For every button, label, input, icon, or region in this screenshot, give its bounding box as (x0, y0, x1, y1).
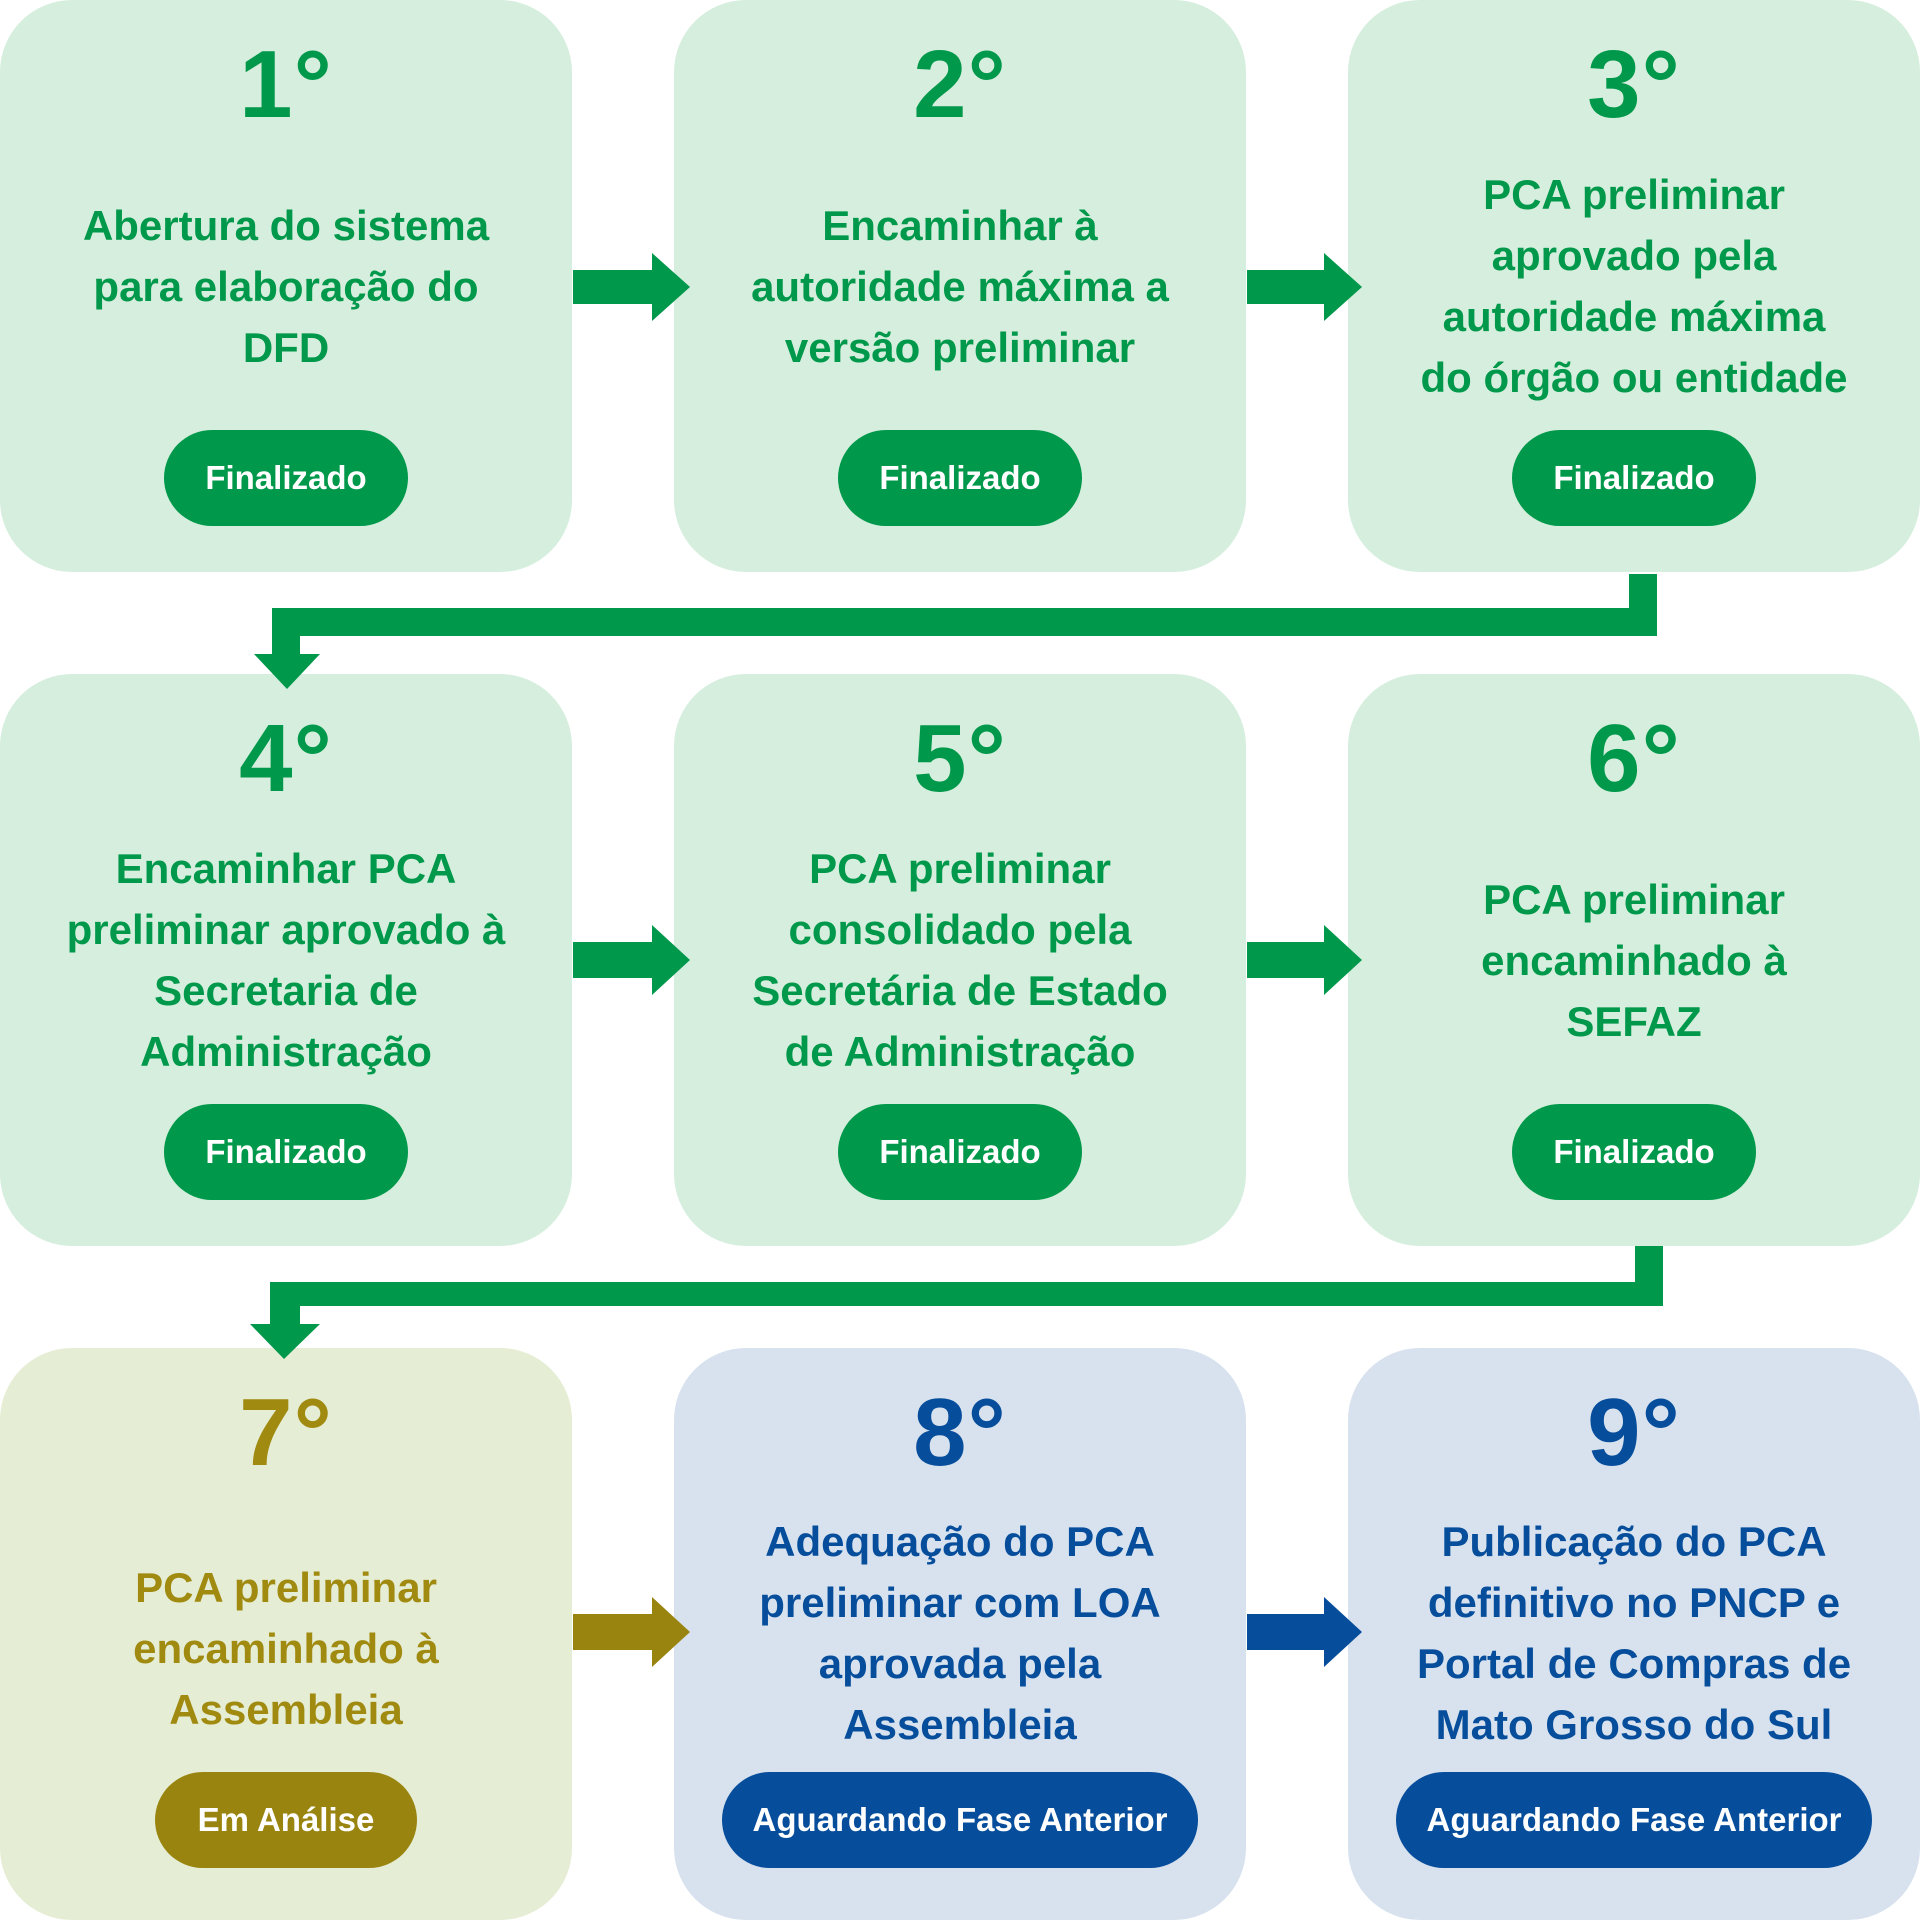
step-description-line: Secretária de Estado (752, 967, 1168, 1014)
step-card-5: 5° PCA preliminar consolidado pela Secre… (674, 674, 1246, 1246)
step-description-line: preliminar com LOA (759, 1579, 1161, 1626)
step-description-line: versão preliminar (784, 323, 1136, 371)
step-description-line: Publicação do PCA (1441, 1518, 1827, 1565)
status-badge: Finalizado (1512, 1104, 1756, 1200)
step-description-line: aprovada pela (818, 1640, 1102, 1687)
step-card-8: 8° Adequação do PCA preliminar com LOA a… (674, 1348, 1246, 1920)
step-description-line: consolidado pela (788, 906, 1132, 953)
step-description: PCA preliminar encaminhado à Assembleia (20, 1528, 552, 1768)
step-description-line: Secretaria de (154, 967, 418, 1014)
arrow-right-icon (573, 253, 690, 321)
arrow-right-icon (1247, 1597, 1362, 1667)
step-card-1: 1° Abertura do sistema para elaboração d… (0, 0, 572, 572)
elbow-arrow-down-icon (250, 1246, 1663, 1359)
status-badge: Finalizado (838, 1104, 1082, 1200)
step-description-line: PCA preliminar (1483, 171, 1785, 218)
step-description: PCA preliminar consolidado pela Secretár… (694, 822, 1226, 1098)
step-description-line: Assembleia (843, 1701, 1077, 1748)
step-card-6: 6° PCA preliminar encaminhado à SEFAZ Fi… (1348, 674, 1920, 1246)
step-card-7: 7° PCA preliminar encaminhado à Assemble… (0, 1348, 572, 1920)
step-description-line: para elaboração do (93, 262, 479, 310)
arrow-right-icon (573, 1597, 690, 1667)
status-badge: Finalizado (164, 430, 408, 526)
step-description-line: encaminhado à (133, 1624, 439, 1672)
step-description-line: Encaminhar à (822, 201, 1098, 249)
step-number: 4° (239, 705, 333, 812)
step-description: PCA preliminar aprovado pela autoridade … (1368, 148, 1900, 424)
step-description-line: do órgão ou entidade (1420, 354, 1848, 401)
step-description-line: Encaminhar PCA (115, 845, 457, 892)
step-description-line: PCA preliminar (809, 845, 1111, 892)
step-card-3: 3° PCA preliminar aprovado pela autorida… (1348, 0, 1920, 572)
step-description: Publicação do PCA definitivo no PNCP e P… (1368, 1498, 1900, 1768)
step-description-line: de Administração (784, 1028, 1136, 1075)
step-description-line: definitivo no PNCP e (1427, 1579, 1841, 1626)
step-description-line: aprovado pela (1491, 232, 1777, 279)
step-description-line: Portal de Compras de (1416, 1640, 1852, 1687)
step-description: Encaminhar à autoridade máxima a versão … (694, 148, 1226, 424)
step-number: 7° (239, 1379, 333, 1486)
step-number: 8° (913, 1379, 1007, 1486)
step-description-line: Abertura do sistema (82, 201, 490, 249)
step-number: 3° (1587, 31, 1681, 138)
step-description: PCA preliminar encaminhado à SEFAZ (1368, 822, 1900, 1098)
step-description-line: PCA preliminar (135, 1563, 437, 1611)
elbow-arrow-down-icon (254, 574, 1657, 689)
step-description-line: DFD (242, 323, 330, 371)
step-description-line: Administração (140, 1028, 432, 1075)
step-description-line: Assembleia (169, 1685, 403, 1733)
step-number: 1° (239, 31, 333, 138)
step-number: 6° (1587, 705, 1681, 812)
status-badge: Aguardando Fase Anterior (722, 1772, 1198, 1868)
step-description: Adequação do PCA preliminar com LOA apro… (694, 1498, 1226, 1768)
arrow-right-icon (1247, 925, 1362, 995)
step-description-line: autoridade máxima a (751, 262, 1169, 310)
step-description-line: autoridade máxima (1442, 293, 1826, 340)
arrow-right-icon (573, 925, 690, 995)
step-description: Encaminhar PCA preliminar aprovado à Sec… (20, 822, 552, 1098)
status-badge: Finalizado (164, 1104, 408, 1200)
step-number: 9° (1587, 1379, 1681, 1486)
step-description-line: encaminhado à (1481, 936, 1787, 984)
step-number: 2° (913, 31, 1007, 138)
status-badge: Em Análise (155, 1772, 417, 1868)
step-description-line: preliminar aprovado à (66, 906, 506, 953)
step-number: 5° (913, 705, 1007, 812)
status-badge: Finalizado (838, 430, 1082, 526)
step-description-line: SEFAZ (1566, 997, 1702, 1045)
status-badge: Aguardando Fase Anterior (1396, 1772, 1872, 1868)
step-card-4: 4° Encaminhar PCA preliminar aprovado à … (0, 674, 572, 1246)
step-description: Abertura do sistema para elaboração do D… (20, 148, 552, 424)
step-card-2: 2° Encaminhar à autoridade máxima a vers… (674, 0, 1246, 572)
step-description-line: PCA preliminar (1483, 875, 1785, 923)
step-description-line: Adequação do PCA (765, 1518, 1155, 1565)
step-description-line: Mato Grosso do Sul (1435, 1701, 1833, 1748)
step-card-9: 9° Publicação do PCA definitivo no PNCP … (1348, 1348, 1920, 1920)
arrow-right-icon (1247, 253, 1362, 321)
status-badge: Finalizado (1512, 430, 1756, 526)
